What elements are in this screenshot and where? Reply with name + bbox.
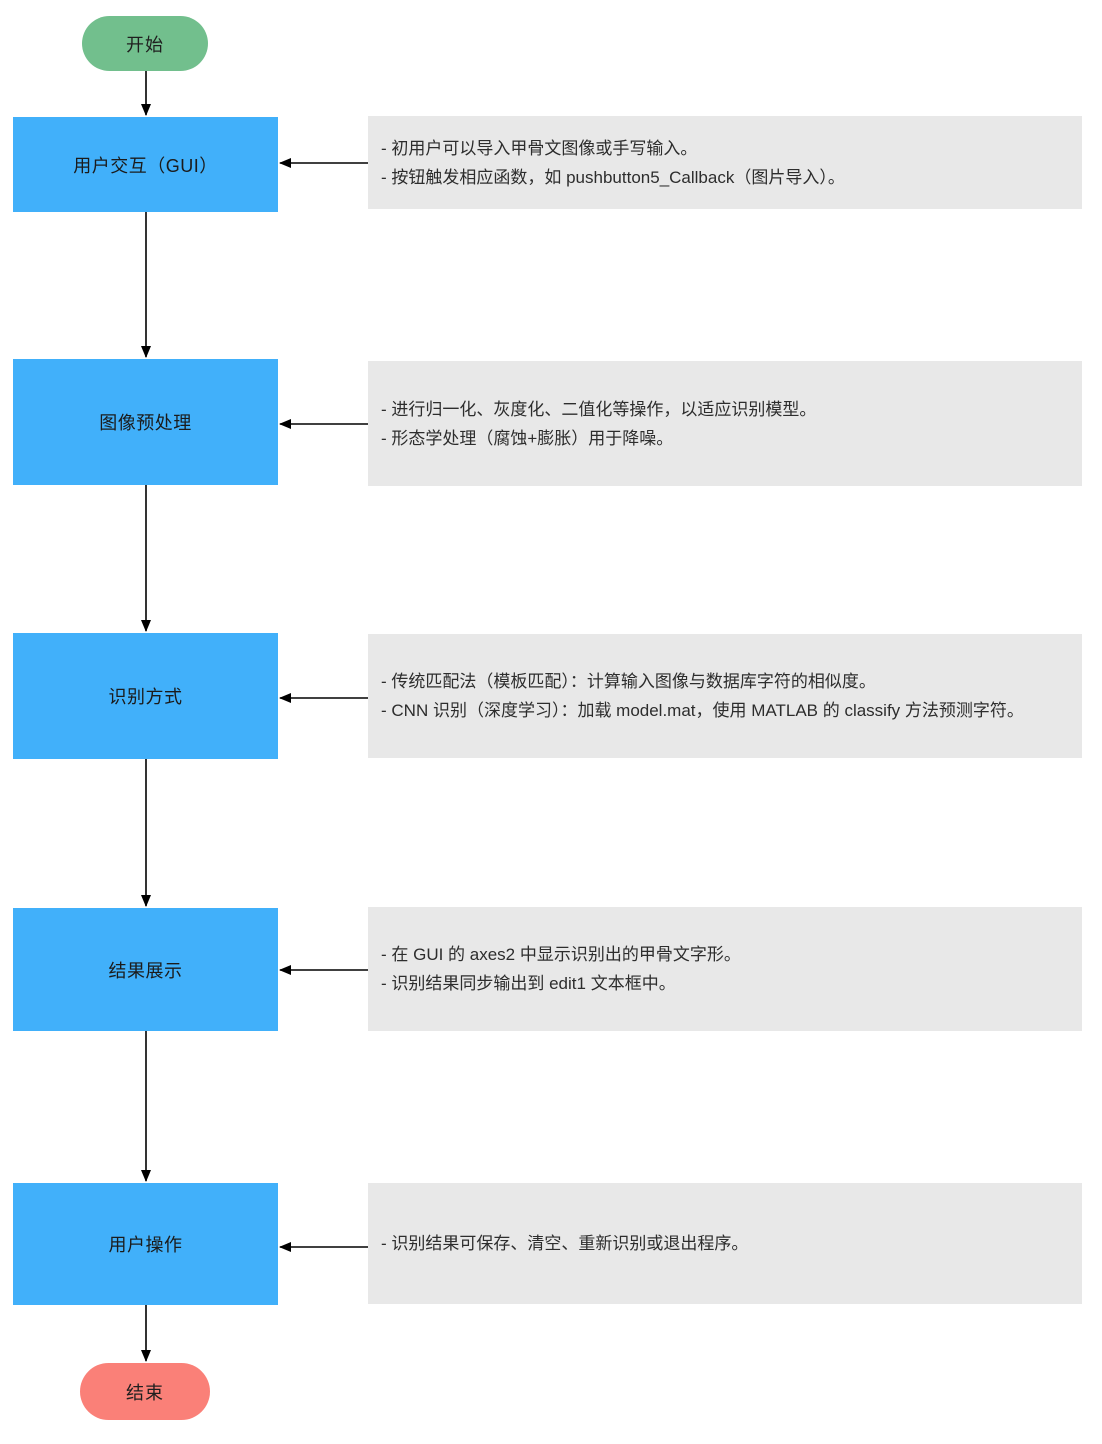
- note-line: - 识别结果同步输出到 edit1 文本框中。: [381, 974, 676, 993]
- end-node: 结束: [80, 1363, 210, 1420]
- note-box-user-actions: - 识别结果可保存、清空、重新识别或退出程序。: [368, 1183, 1082, 1304]
- note-box-result-display: - 在 GUI 的 axes2 中显示识别出的甲骨文字形。 - 识别结果同步输出…: [368, 907, 1082, 1031]
- note-box-image-preprocessing: - 进行归一化、灰度化、二值化等操作，以适应识别模型。 - 形态学处理（腐蚀+膨…: [368, 361, 1082, 486]
- step-node-user-actions: 用户操作: [13, 1183, 278, 1305]
- start-node: 开始: [82, 16, 208, 71]
- note-line: - 按钮触发相应函数，如 pushbutton5_Callback（图片导入）。: [381, 167, 845, 187]
- note-line: - 形态学处理（腐蚀+膨胀）用于降噪。: [381, 428, 674, 448]
- note-line: - 识别结果可保存、清空、重新识别或退出程序。: [381, 1234, 749, 1253]
- step-node-result-display: 结果展示: [13, 908, 278, 1031]
- note-line: - 传统匹配法（模板匹配）：计算输入图像与数据库字符的相似度。: [381, 672, 876, 691]
- note-line: - CNN 识别（深度学习）：加载 model.mat，使用 MATLAB 的 …: [381, 701, 1024, 720]
- step-node-recognition-method: 识别方式: [13, 633, 278, 759]
- step-node-user-interaction: 用户交互（GUI）: [13, 117, 278, 212]
- note-line: - 进行归一化、灰度化、二值化等操作，以适应识别模型。: [381, 399, 817, 419]
- note-line: - 在 GUI 的 axes2 中显示识别出的甲骨文字形。: [381, 945, 741, 964]
- note-box-user-interaction: - 初用户可以导入甲骨文图像或手写输入。 - 按钮触发相应函数，如 pushbu…: [368, 116, 1082, 209]
- step-node-image-preprocessing: 图像预处理: [13, 359, 278, 485]
- note-box-recognition-method: - 传统匹配法（模板匹配）：计算输入图像与数据库字符的相似度。 - CNN 识别…: [368, 634, 1082, 758]
- note-line: - 初用户可以导入甲骨文图像或手写输入。: [381, 138, 698, 158]
